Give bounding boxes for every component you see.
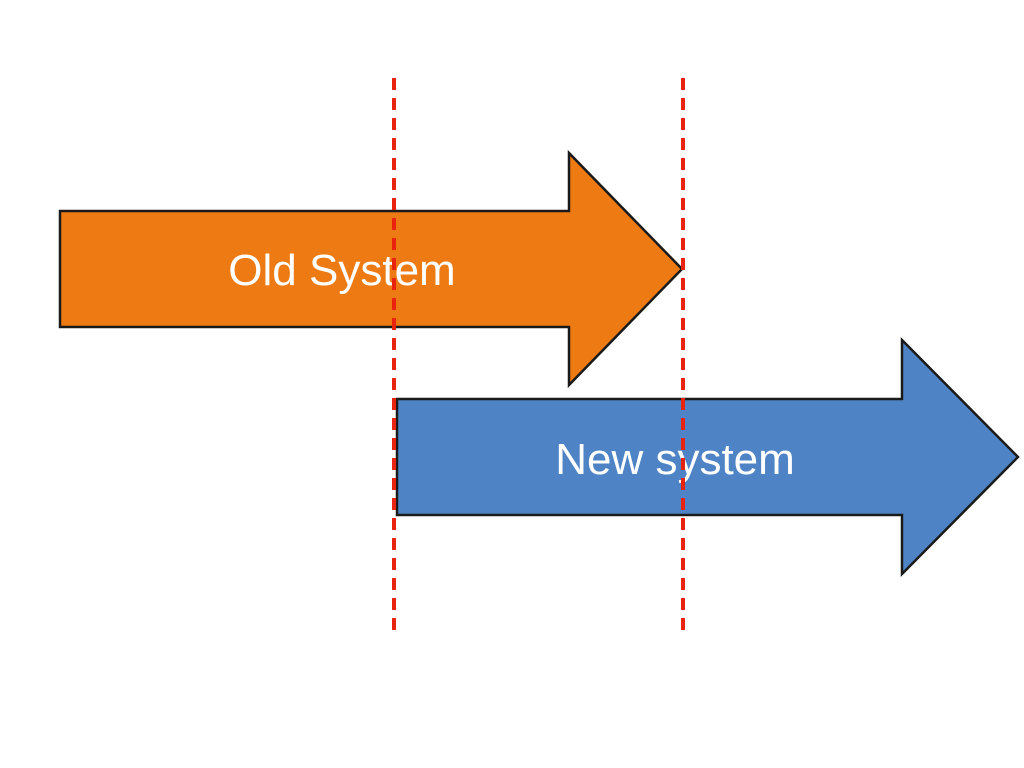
old-system-arrow <box>58 149 684 389</box>
new-system-label: New system <box>555 435 795 484</box>
new-system-arrow <box>395 336 1020 578</box>
old-system-label: Old System <box>228 246 455 295</box>
